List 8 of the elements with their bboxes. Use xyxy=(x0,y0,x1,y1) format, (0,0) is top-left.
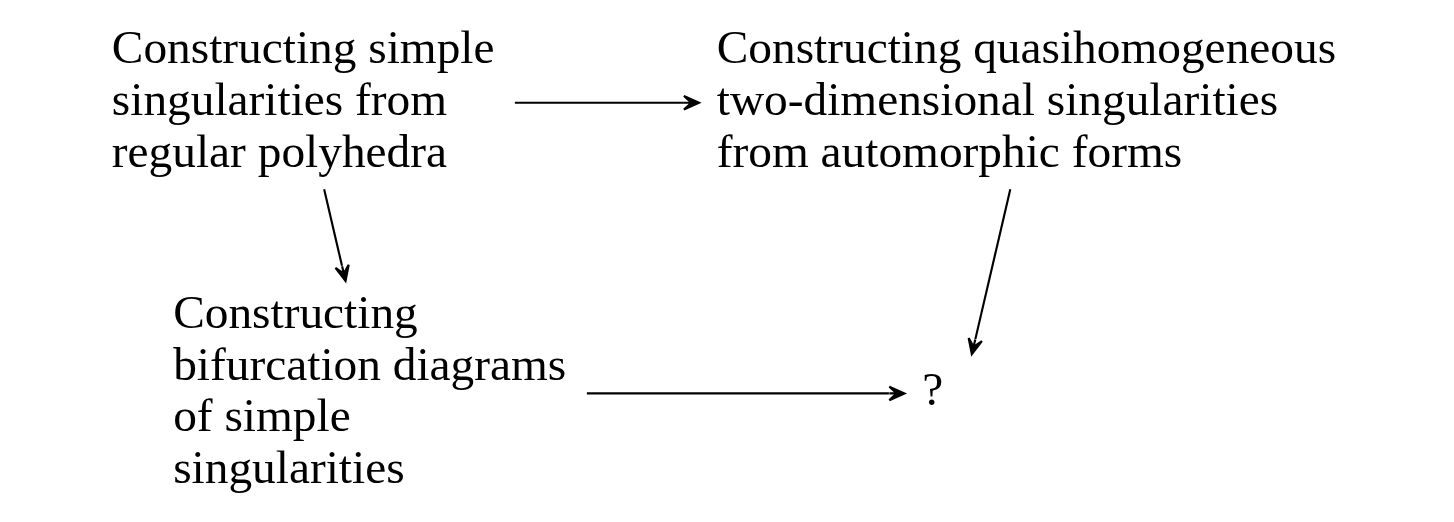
arrow xyxy=(322,189,350,282)
node-text: Constructing bifurcation diagrams of simple singularities xyxy=(172,285,566,493)
node-text: Constructing simple singularities from regular polyhedra xyxy=(111,21,495,177)
arrow xyxy=(967,189,1011,356)
node-text: ? xyxy=(921,363,943,416)
arrow xyxy=(586,385,905,402)
arrow xyxy=(514,94,700,111)
node-text: Constructing quasihomogeneous two-dimensional singularities from automorphic forms xyxy=(716,21,1336,177)
